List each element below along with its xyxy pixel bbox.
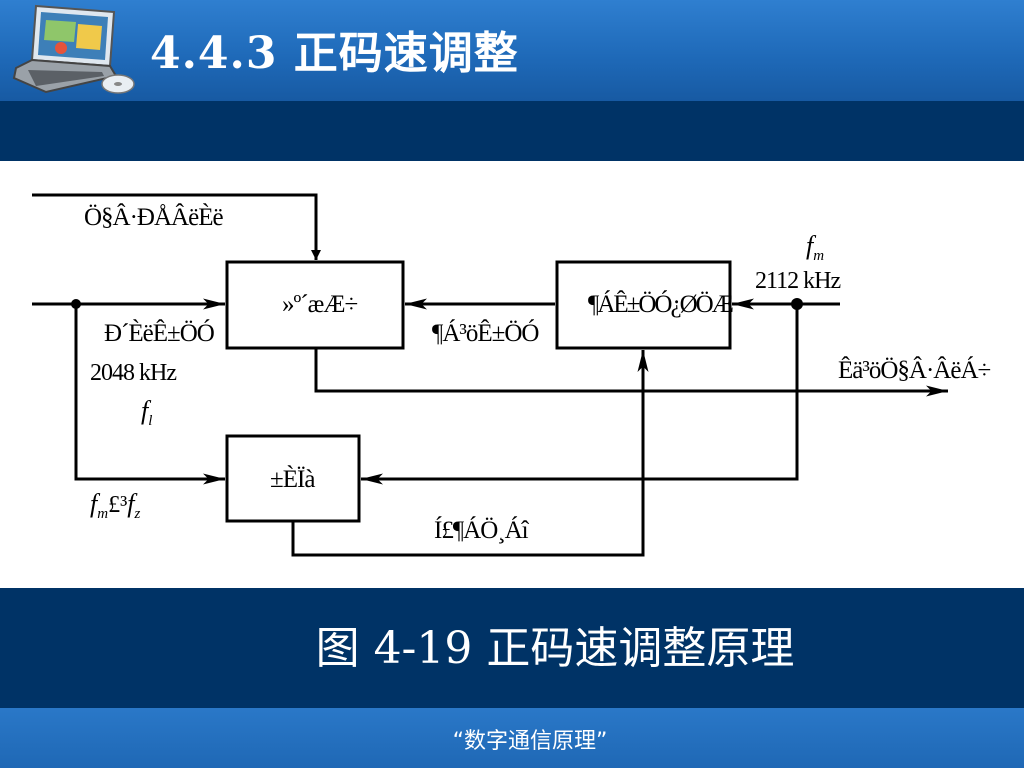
block-diagram: Ö§Â·ÐÅÂëÈë »º´æÆ÷ ¶ÁÊ±ÖÓ¿ØÖÆ ±ÈÏà Ð´ÈëÊ±… <box>0 161 1024 588</box>
stop-read-label: Í£¶ÁÖ¸Áî <box>434 517 529 544</box>
slide-header: 4.4.3 正码速调整 <box>0 0 1024 101</box>
diagram-canvas <box>32 193 948 557</box>
fm-branch <box>361 304 799 485</box>
fm-fz-symbol: fm£³fz <box>90 489 141 523</box>
output-line <box>314 348 948 397</box>
slide-title: 4.4.3 正码速调整 <box>150 28 519 79</box>
stop-read-line <box>291 350 649 557</box>
write-clock-branch <box>74 304 225 485</box>
caption-band <box>0 588 1024 708</box>
junction-dot-right <box>791 298 803 310</box>
figure-caption: 图 4-19 正码速调整原理 <box>315 623 795 674</box>
junction-dot-left <box>71 299 81 309</box>
read-frequency: 2112 kHz <box>755 268 841 294</box>
fl-symbol: fl <box>141 396 153 430</box>
write-frequency: 2048 kHz <box>90 360 177 386</box>
read-clock-control-block <box>555 260 732 350</box>
control-signal-label: Ö§Â·ÐÅÂëÈë <box>84 204 224 231</box>
output-label: Êä³öÖ§Â·ÂëÁ÷ <box>838 357 991 384</box>
fm-symbol: fm <box>806 231 825 265</box>
footer-text: “数字通信原理” <box>452 729 608 754</box>
control-signal-line <box>32 193 321 260</box>
read-clock-control-label: ¶ÁÊ±ÖÓ¿ØÖÆ <box>588 291 734 318</box>
slide-footer <box>0 708 1024 768</box>
buffer-label: »º´æÆ÷ <box>282 291 358 318</box>
laptop-computer-icon <box>12 4 135 94</box>
write-clock-label: Ð´ÈëÊ±ÖÓ <box>104 320 215 347</box>
phase-compare-label: ±ÈÏà <box>270 466 315 493</box>
read-clock-label: ¶Á³öÊ±ÖÓ <box>432 320 539 347</box>
title-band <box>0 101 1024 161</box>
